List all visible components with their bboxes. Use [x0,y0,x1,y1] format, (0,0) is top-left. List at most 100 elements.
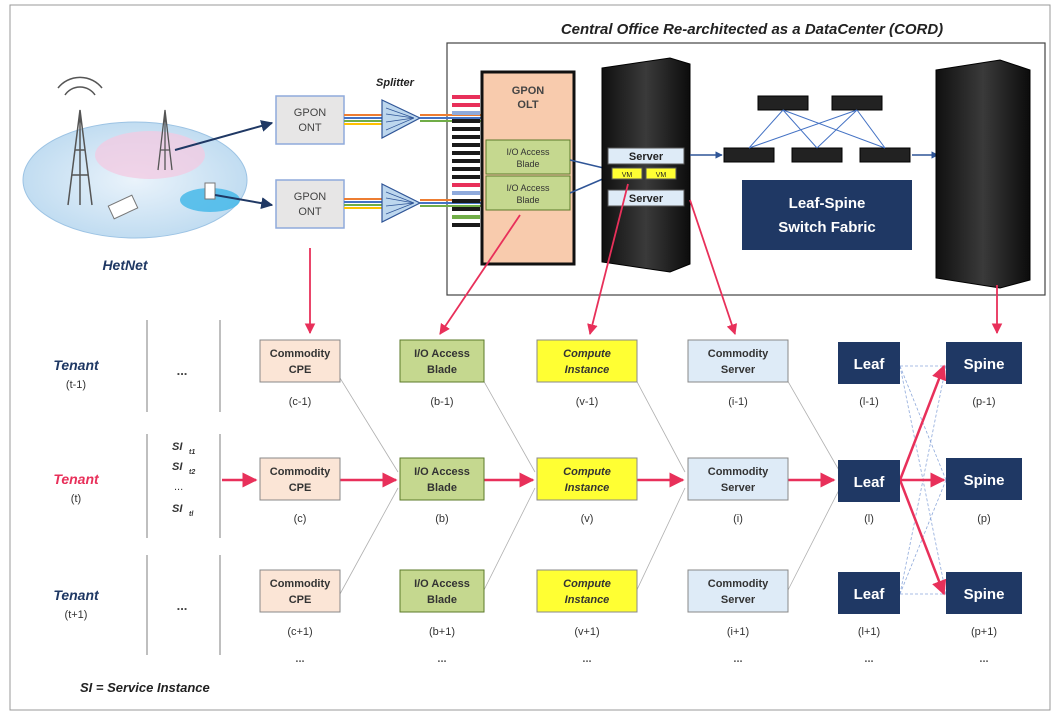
svg-text:(c+1): (c+1) [287,626,312,638]
svg-text:...: ... [437,653,446,665]
svg-text:Server: Server [629,151,664,163]
hetnet-cloud [22,76,248,239]
svg-text:Blade: Blade [427,594,457,606]
server-rack-1: Server VM VM Server [601,57,691,273]
svg-text:Commodity: Commodity [708,348,769,360]
svg-text:(v): (v) [581,513,594,525]
svg-text:Compute: Compute [563,466,611,478]
fiber-bundle-2 [344,198,382,209]
gpon-ont-2: GPON ONT [275,179,345,229]
si-brackets [146,320,221,655]
svg-text:I/O Access: I/O Access [506,183,550,193]
svg-text:Instance: Instance [565,482,610,494]
column-sub-labels: (c-1) (c) (c+1) (b-1) (b) (b+1) (v-1) (v… [287,396,997,638]
svg-text:Spine: Spine [964,472,1005,489]
svg-text:(l+1): (l+1) [858,626,880,638]
hetnet-label: HetNet [102,257,148,273]
cell-tower-icon [57,76,103,206]
svg-text:t2: t2 [189,469,195,476]
svg-text:GPON: GPON [294,107,326,119]
svg-text:I/O Access: I/O Access [506,147,550,157]
blade-box-next: I/O Access Blade [399,569,485,613]
ellipsis-next: ... [177,598,188,613]
svg-text:Leaf: Leaf [854,586,886,603]
svg-text:I/O Access: I/O Access [414,466,470,478]
splitter-label: Splitter [376,77,415,89]
spine-box-current: Spine [946,458,1022,500]
mapping-arrows [304,183,1003,336]
server-rack-2 [935,59,1031,289]
tenant-sub-next: (t+1) [65,609,88,621]
svg-text:Commodity: Commodity [270,348,331,360]
cpe-box-next: Commodity CPE [259,569,341,613]
compute-box-next: Compute Instance [536,569,638,613]
svg-text:Server: Server [721,364,756,376]
svg-text:I/O Access: I/O Access [414,578,470,590]
si-list: SI t1 SI t2 ... SI tl [172,441,195,518]
svg-text:(i+1): (i+1) [727,626,749,638]
svg-text:...: ... [582,653,591,665]
compute-box-current: Compute Instance [536,457,638,501]
svg-text:VM: VM [656,172,667,179]
cpe-box-current: Commodity CPE [259,457,341,501]
svg-text:(c-1): (c-1) [289,396,312,408]
svg-text:GPON: GPON [294,191,326,203]
svg-text:(v+1): (v+1) [574,626,599,638]
svg-text:(b+1): (b+1) [429,626,455,638]
svg-text:Blade: Blade [427,482,457,494]
gpon-olt: GPON OLT I/O Access Blade I/O Access Bla… [480,70,576,266]
svg-text:ONT: ONT [298,206,322,218]
svg-text:SI: SI [172,503,183,515]
svg-text:(b): (b) [435,513,448,525]
svg-text:Switch Fabric: Switch Fabric [778,219,876,236]
server-box-prev: Commodity Server [687,339,789,383]
compute-box-prev: Compute Instance [536,339,638,383]
svg-text:(p): (p) [977,513,990,525]
svg-text:Commodity: Commodity [270,466,331,478]
splitter-1 [381,99,422,139]
link-cloud-ont1 [174,120,274,151]
svg-text:Commodity: Commodity [708,578,769,590]
column-ellipses: ... ... ... ... ... ... [295,653,988,665]
tenant-label-next: Tenant [53,587,100,603]
gpon-ont-1: GPON ONT [275,95,345,145]
spine-box-next: Spine [946,572,1022,614]
leaf-box-prev: Leaf [838,342,900,384]
svg-text:(c): (c) [294,513,307,525]
svg-text:VM: VM [622,172,633,179]
service-path [340,364,947,596]
si-legend: SI = Service Instance [80,680,210,695]
leaf-spine-fabric-box: Leaf-Spine Switch Fabric [742,180,912,250]
svg-text:OLT: OLT [517,99,538,111]
svg-text:Server: Server [629,193,664,205]
svg-text:Instance: Instance [565,594,610,606]
olt-ports [452,95,480,227]
cpe-box-prev: Commodity CPE [259,339,341,383]
tenant-sub-prev: (t-1) [66,379,86,391]
svg-text:GPON: GPON [512,85,544,97]
svg-text:I/O Access: I/O Access [414,348,470,360]
cross-connections [339,377,841,595]
server-box-current: Commodity Server [687,457,789,501]
link-cloud-ont2 [214,194,274,210]
svg-text:Server: Server [721,594,756,606]
svg-text:CPE: CPE [289,364,312,376]
svg-text:Commodity: Commodity [708,466,769,478]
svg-text:...: ... [864,653,873,665]
cord-title: Central Office Re-architected as a DataC… [561,21,943,38]
server-box-next: Commodity Server [687,569,789,613]
svg-text:(p+1): (p+1) [971,626,997,638]
svg-text:Commodity: Commodity [270,578,331,590]
small-cell-tower-icon [157,109,173,171]
svg-text:Compute: Compute [563,578,611,590]
svg-text:...: ... [979,653,988,665]
svg-text:(i-1): (i-1) [728,396,748,408]
svg-text:Server: Server [721,482,756,494]
svg-text:CPE: CPE [289,482,312,494]
svg-text:SI: SI [172,441,183,453]
svg-text:Blade: Blade [516,195,539,205]
svg-text:t1: t1 [189,449,195,456]
svg-text:CPE: CPE [289,594,312,606]
svg-text:Blade: Blade [427,364,457,376]
